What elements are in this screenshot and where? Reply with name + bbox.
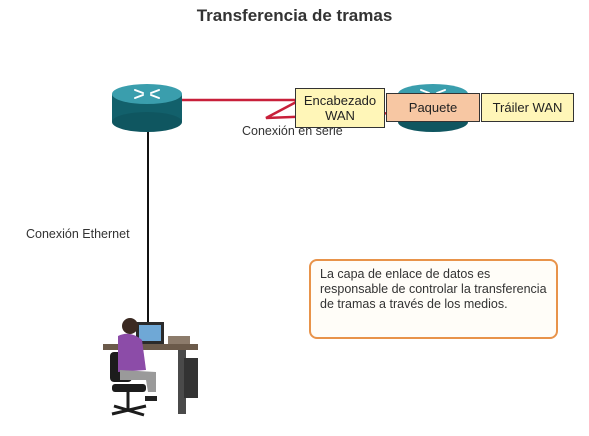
diagram-title: Transferencia de tramas — [196, 6, 393, 25]
frame-trailer-wan: Tráiler WAN — [481, 93, 574, 122]
ethernet-connection-label: Conexión Ethernet — [26, 227, 130, 241]
frame-header-wan: Encabezado WAN — [295, 88, 385, 128]
router-left-icon — [112, 84, 182, 132]
frame-packet: Paquete — [386, 93, 480, 122]
info-callout: La capa de enlace de datos es responsabl… — [309, 259, 558, 339]
workstation-user-icon — [103, 318, 198, 417]
